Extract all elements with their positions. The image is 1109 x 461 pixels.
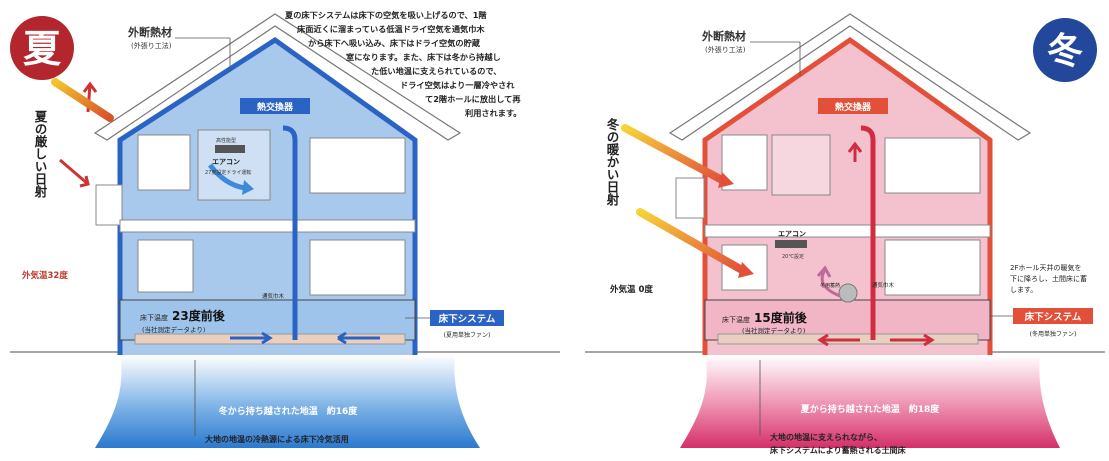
summer-ac-top: 高性能型 (216, 137, 236, 144)
summer-roof-outer (93, 13, 462, 141)
winter-heater (838, 283, 858, 303)
winter-room-upper-mid (771, 134, 831, 196)
winter-insulation-sub: (外張り工法) (705, 45, 746, 54)
winter-floor-arrow-right (890, 333, 935, 347)
summer-heat-ray-bottom (59, 158, 90, 188)
summer-desc-line: ドライ空気はより一層冷やされ (400, 80, 515, 90)
summer-ground-plume (95, 355, 480, 448)
summer-ground-note: 大地の地温の冷熱源による床下冷気活用 (205, 434, 349, 444)
summer-ac-label: エアコン (212, 158, 240, 166)
winter-heat-exchanger-label: 熱交換器 (835, 101, 872, 113)
summer-insulation-sub: (外張り工法) (131, 41, 172, 50)
winter-heat-exchanger-box (818, 98, 888, 114)
summer-room-lower-right (309, 239, 406, 296)
winter-ac-label: エアコン (778, 230, 806, 238)
winter-badge-text: 冬 (1047, 31, 1083, 72)
winter-note-line: 2Fホール天井の暖気を (1010, 263, 1081, 272)
winter-floor-arrow-left (817, 333, 860, 347)
summer-heat-exchanger-label: 熱交換器 (257, 101, 294, 113)
winter-room-upper-right (884, 137, 981, 194)
winter-room-lower-right (884, 239, 981, 296)
winter-system-label: 床下システム (1025, 311, 1082, 323)
winter-underfloor-prefix: 床下温度 (722, 315, 750, 324)
summer-underfloor-note: (当社測定データより) (142, 325, 205, 334)
winter-ac-unit (775, 240, 807, 248)
summer-ac-unit (215, 145, 245, 153)
summer-desc-line: から床下へ吸い込み、床下はドライ空気の貯蔵 (308, 38, 481, 48)
winter-sun-text: 冬の暖かい日射 (605, 117, 620, 206)
winter-badge (1033, 18, 1097, 82)
summer-room-lower-left (137, 239, 194, 293)
winter-heater-label: 冬用蓄熱 (820, 282, 840, 289)
summer-system-box (430, 310, 504, 326)
summer-underfloor (119, 299, 416, 341)
summer-room-upper-left (137, 134, 191, 191)
summer-balcony (95, 184, 123, 226)
summer-duct (282, 125, 298, 340)
summer-description: 夏の床下システムは床下の空気を吸い上げるので、1階 床面近くに溜まっている低温ド… (284, 10, 522, 118)
summer-floor-slab (119, 219, 416, 233)
winter-ground-plume (680, 355, 1060, 448)
summer-underfloor-value: 23度前後 (172, 308, 226, 323)
winter-floor-slab (704, 224, 991, 238)
winter-ac-sub: 20℃設定 (782, 253, 804, 260)
winter-underfloor (704, 299, 991, 341)
summer-ac-sub: 27度設定ドライ運転 (205, 169, 251, 176)
winter-system-box (1013, 308, 1093, 324)
summer-system-label: 床下システム (439, 313, 496, 325)
summer-sun-ray (51, 78, 114, 122)
summer-airflow-arrow (208, 163, 246, 191)
summer-room-upper-right (309, 137, 406, 194)
winter-insulation-title: 外断熱材 (701, 29, 746, 43)
winter-insulation-wall (702, 36, 993, 355)
winter-sun-arrowhead-upper (718, 172, 734, 188)
winter-sun-ray-upper (621, 124, 726, 184)
winter-heater-arrow (816, 265, 841, 298)
summer-insulation-title: 外断熱材 (127, 25, 172, 39)
winter-note-line: します。 (1010, 286, 1037, 294)
winter-ground-note-line: 床下システムにより蓄熱される土間床 (770, 445, 907, 455)
summer-airflow-arrowhead (242, 180, 254, 195)
summer-sun-text: 夏の厳しい日射 (33, 109, 48, 198)
summer-heat-exchanger-box (240, 98, 310, 114)
summer-ground-text: 冬から持ち越された地温 約16度 (219, 405, 359, 417)
winter-roof-outer (668, 13, 1032, 141)
summer-panel: 夏 外断熱材 (外張り工法) 夏の床下システムは床下の空気を吸い上げるので、1階… (10, 10, 560, 448)
winter-ground-text: 夏から持ち越された地温 約18度 (800, 403, 941, 415)
winter-panel: 冬 外断熱材 (外張り工法) 冬の暖かい日射 熱交換器 エアコン 20℃設定 外… (585, 13, 1105, 455)
winter-duct (860, 125, 876, 340)
summer-outside-temp: 外気温32度 (21, 270, 68, 281)
winter-up-arrow (847, 141, 863, 162)
winter-underfloor-value: 15度前後 (754, 310, 808, 325)
winter-note: 2Fホール天井の暖気を 下に降ろし、土間床に蓄 します。 (1010, 263, 1087, 294)
winter-note-line: 下に降ろし、土間床に蓄 (1010, 274, 1087, 283)
winter-outside-temp: 外気温 0度 (609, 284, 653, 295)
summer-desc-line: 夏の床下システムは床下の空気を吸い上げるので、1階 (284, 10, 487, 20)
summer-badge (10, 16, 74, 80)
summer-desc-line: 床面近くに溜まっている低温ドライ空気を通気巾木 (297, 24, 485, 34)
summer-baseboard-label: 通気巾木 (262, 292, 285, 300)
winter-sun-arrowhead-lower (738, 262, 754, 278)
summer-desc-line: 室になります。また、床下は冬から持越し (346, 52, 501, 62)
summer-desc-line: て2階ホールに放出して再 (425, 94, 521, 104)
winter-sun-ray-lower (636, 208, 746, 274)
summer-desc-line: た低い地温に支えられているので、 (371, 66, 501, 76)
winter-underfloor-note: (当社測定データより) (742, 326, 805, 335)
summer-floor-arrow-left (230, 331, 273, 345)
summer-desc-line: 利用されます。 (465, 108, 522, 118)
summer-floor-arrow-right (337, 331, 380, 345)
summer-badge-text: 夏 (23, 27, 62, 71)
winter-baseboard-label: 通気巾木 (872, 281, 895, 289)
winter-balcony (675, 177, 705, 219)
summer-underfloor-prefix: 床下温度 (140, 313, 168, 322)
winter-system-sub: (冬用単独ファン) (1030, 330, 1077, 338)
summer-system-sub: (夏用単独ファン) (444, 331, 491, 339)
winter-ground-note-line: 大地の地温に支えられながら、 (770, 432, 882, 442)
